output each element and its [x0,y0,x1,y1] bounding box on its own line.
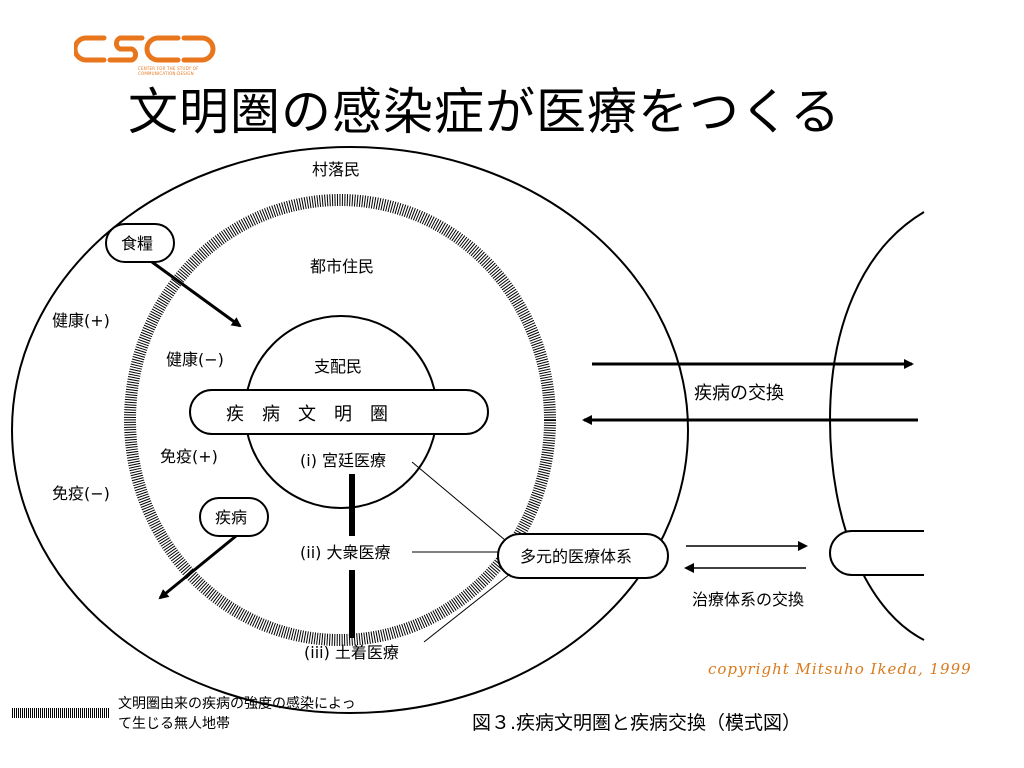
neighbor-system-box [829,530,924,576]
village-circle [11,146,689,714]
disease-civilization-box [189,389,489,435]
disease-label: 疾病 [215,508,247,527]
immunity-plus-label: 免疫(+) [160,447,218,466]
figure-caption: 図３.疾病文明圏と疾病交換（模式図） [472,712,802,734]
food-box [105,223,175,263]
disease-exchange-label: 疾病の交換 [694,383,784,404]
legend-text: 文明圏由来の疾病の強度の感染によって生じる無人地帯 [118,696,356,732]
court-medicine-label: (i) 宮廷医療 [300,451,386,470]
copyright-text: copyright Mitsuho Ikeda, 1999 [708,660,972,678]
disease-civilization-label: 疾 病 文 明 圏 [226,404,388,425]
food-label: 食糧 [121,234,153,253]
folk-medicine-label: (iii) 土着医療 [304,643,399,662]
pluralistic-system-label: 多元的医療体系 [520,547,632,566]
village-people-label: 村落民 [312,160,360,179]
food-arrow [151,260,242,328]
disease-arrow [158,534,237,600]
treatment-exchange-label: 治療体系の交換 [692,590,804,609]
city-people-label: 都市住民 [310,257,374,276]
legend-hatched-line [12,708,110,718]
immunity-minus-label: 免疫(−) [52,484,110,503]
court-link [411,461,506,541]
health-plus-label: 健康(+) [52,311,110,330]
cscd-logo-mark [72,35,216,63]
page-title: 文明圏の感染症が医療をつくる [128,83,841,141]
no-man-zone-ring [124,194,556,646]
health-minus-label: 健康(−) [166,350,224,369]
pluralistic-system-box [497,533,669,579]
logo-tagline: CENTER FOR THE STUDY OF COMMUNICATION-DE… [138,66,199,76]
folk-link [423,573,511,643]
ruling-people-label: 支配民 [314,357,362,376]
popular-medicine-label: (ii) 大衆医療 [300,543,390,562]
cscd-logo: CENTER FOR THE STUDY OF COMMUNICATION-DE… [72,30,224,80]
